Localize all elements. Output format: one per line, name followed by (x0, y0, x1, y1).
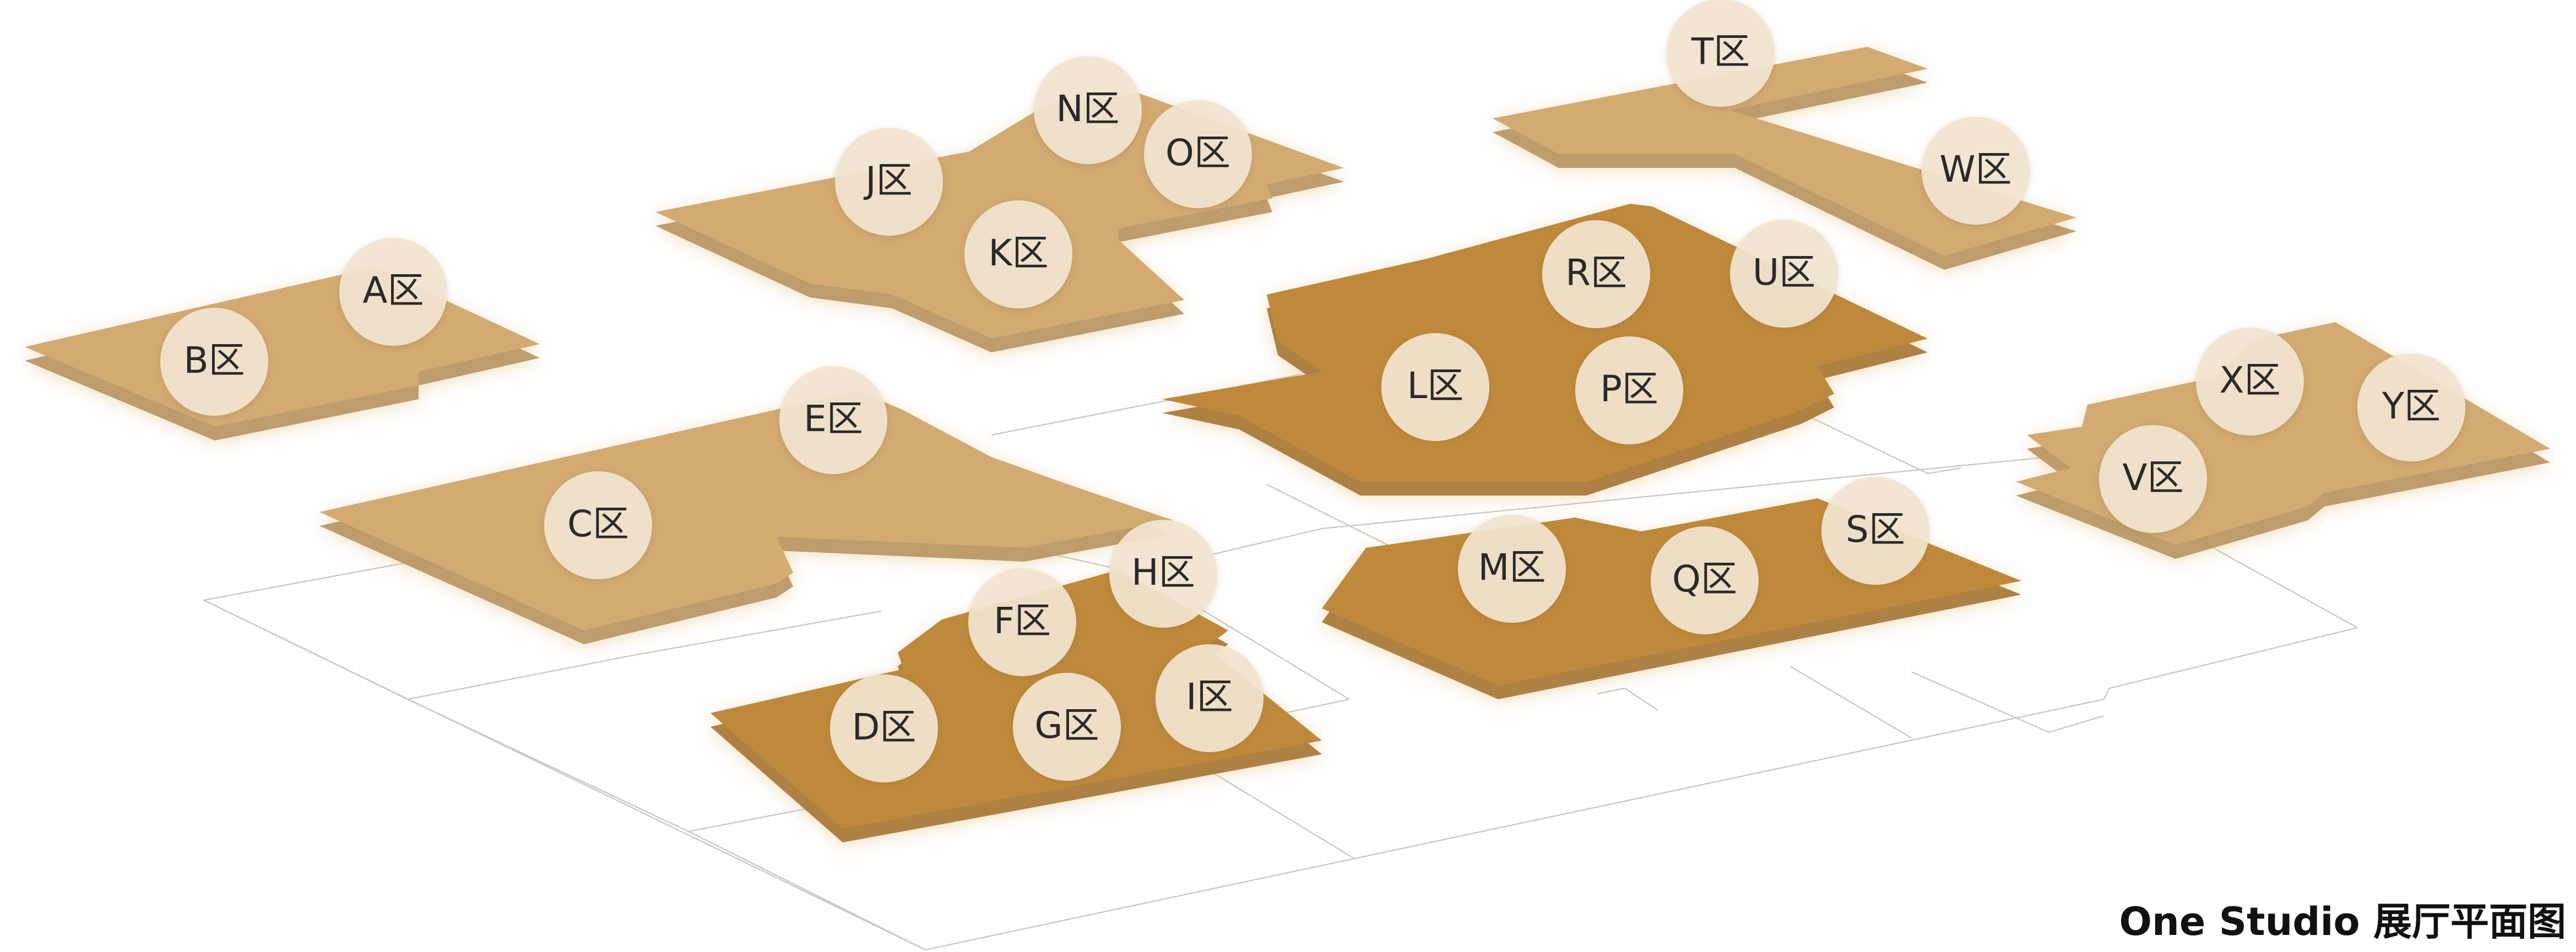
zone-marker-circle (339, 238, 447, 346)
zone-marker-circle (830, 674, 938, 782)
zone-label-g: G区 (1034, 704, 1099, 747)
zone-label-v: V区 (2122, 456, 2183, 499)
zone-label-x: X区 (2219, 359, 2280, 401)
zone-marker-circle (1381, 333, 1489, 441)
zone-marker-v[interactable]: V区 (2099, 425, 2207, 533)
zone-marker-i[interactable]: I区 (1156, 644, 1263, 752)
base-floor-outline (203, 373, 2358, 951)
zone-marker-circle (1922, 117, 2030, 225)
zone-marker-o[interactable]: O区 (1144, 100, 1252, 208)
zone-marker-circle (1667, 0, 1775, 107)
zone-label-l: L区 (1407, 365, 1464, 407)
zone-label-r: R区 (1565, 252, 1627, 294)
zone-label-y: Y区 (2382, 385, 2441, 427)
zone-marker-circle (2196, 328, 2304, 436)
zone-marker-a[interactable]: A区 (339, 238, 447, 346)
slab-tw[interactable] (1493, 47, 2076, 270)
zone-marker-circle (1109, 520, 1217, 628)
zone-markers: A区 B区 C区 D区 E区 F区 G区 H区 I区 J区 K区 L区 M区 N区 O区 P区 Q区 R区 S区 T区… (160, 0, 2465, 782)
zone-marker-circle (1730, 220, 1838, 328)
zone-marker-b[interactable]: B区 (160, 308, 268, 416)
zone-label-n: N区 (1056, 88, 1119, 130)
zone-marker-circle (2357, 353, 2465, 461)
zone-label-p: P区 (1600, 368, 1658, 410)
zone-marker-n[interactable]: N区 (1034, 56, 1142, 164)
zone-label-w: W区 (1939, 148, 2011, 191)
zone-marker-m[interactable]: M区 (1458, 515, 1566, 623)
zone-marker-circle (1821, 477, 1929, 585)
zone-marker-g[interactable]: G区 (1013, 673, 1121, 781)
zone-marker-y[interactable]: Y区 (2357, 353, 2465, 461)
zone-label-d: D区 (852, 706, 916, 748)
zone-marker-x[interactable]: X区 (2196, 328, 2304, 436)
slab-ce[interactable] (319, 391, 1173, 644)
zone-marker-s[interactable]: S区 (1821, 477, 1929, 585)
zone-marker-circle (1651, 526, 1759, 634)
zone-marker-circle (835, 128, 943, 236)
zone-label-t: T区 (1691, 30, 1750, 73)
zone-marker-circle (1542, 220, 1650, 328)
zone-label-c: C区 (567, 503, 629, 545)
zone-marker-circle (968, 568, 1076, 676)
zone-label-i: I区 (1186, 676, 1233, 718)
zone-marker-f[interactable]: F区 (968, 568, 1076, 676)
zone-label-s: S区 (1846, 508, 1905, 551)
zone-marker-circle (1575, 336, 1683, 444)
zone-marker-q[interactable]: Q区 (1651, 526, 1759, 634)
zone-marker-p[interactable]: P区 (1575, 336, 1683, 444)
zone-label-q: Q区 (1672, 558, 1737, 600)
zone-label-m: M区 (1478, 546, 1546, 589)
zone-marker-t[interactable]: T区 (1667, 0, 1775, 107)
zone-marker-k[interactable]: K区 (964, 200, 1072, 308)
zone-marker-circle (1013, 673, 1121, 781)
zone-marker-r[interactable]: R区 (1542, 220, 1650, 328)
zone-marker-j[interactable]: J区 (835, 128, 943, 236)
zone-marker-circle (544, 471, 652, 579)
zone-marker-circle (1034, 56, 1142, 164)
zone-marker-u[interactable]: U区 (1730, 220, 1838, 328)
map-caption: One Studio 展厅平面图 (2119, 899, 2566, 944)
zone-marker-circle (160, 308, 268, 416)
zone-marker-w[interactable]: W区 (1922, 117, 2030, 225)
zone-label-h: H区 (1131, 551, 1195, 594)
zone-label-e: E区 (804, 398, 863, 440)
zone-marker-circle (1144, 100, 1252, 208)
zone-marker-circle (779, 366, 887, 474)
zone-marker-circle (1458, 515, 1566, 623)
zone-marker-c[interactable]: C区 (544, 471, 652, 579)
zone-label-j: J区 (863, 159, 912, 202)
zone-marker-h[interactable]: H区 (1109, 520, 1217, 628)
zone-marker-circle (1156, 644, 1263, 752)
zone-label-u: U区 (1753, 251, 1815, 293)
zone-label-o: O区 (1165, 132, 1230, 174)
zone-marker-d[interactable]: D区 (830, 674, 938, 782)
zone-marker-circle (2099, 425, 2207, 533)
zone-marker-circle (964, 200, 1072, 308)
zone-label-b: B区 (183, 339, 245, 382)
zone-label-k: K区 (988, 232, 1048, 274)
slab-ab[interactable] (25, 267, 540, 440)
zone-marker-l[interactable]: L区 (1381, 333, 1489, 441)
zone-marker-e[interactable]: E区 (779, 366, 887, 474)
zone-label-a: A区 (362, 269, 424, 312)
zone-label-f: F区 (994, 600, 1051, 642)
